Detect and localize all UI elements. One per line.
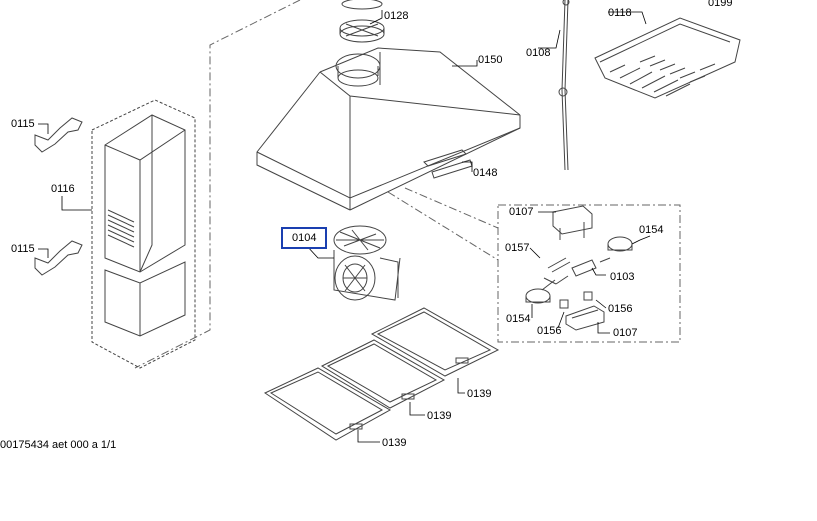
hood-canopy-part [256, 47, 521, 211]
drawing-reference-footer: 00175434 aet 000 a 1/1 [0, 439, 117, 451]
part-label-0156-left[interactable]: 0156 [537, 325, 562, 337]
part-label-0150[interactable]: 0150 [478, 54, 503, 66]
part-label-0157[interactable]: 0157 [505, 242, 530, 254]
part-label-0104-highlighted[interactable]: 0104 [281, 227, 328, 249]
part-label-0156-right[interactable]: 0156 [608, 303, 633, 315]
part-label-0115-upper[interactable]: 0115 [11, 118, 35, 130]
part-label-0199[interactable]: 0199 [708, 0, 733, 9]
grease-filter-part [263, 307, 500, 441]
control-module-part [594, 17, 741, 99]
part-label-0103[interactable]: 0103 [610, 271, 635, 283]
part-label-0118[interactable]: 0118 [608, 7, 632, 19]
leader-lines [38, 10, 651, 443]
part-label-0107-lower[interactable]: 0107 [613, 327, 638, 339]
part-label-0108[interactable]: 0108 [526, 47, 551, 59]
part-label-0128[interactable]: 0128 [384, 10, 409, 22]
part-label-0139-left[interactable]: 0139 [382, 437, 407, 449]
cable-harness-part [558, 0, 570, 171]
part-label-0154-left[interactable]: 0154 [506, 313, 531, 325]
part-label-0116[interactable]: 0116 [51, 183, 75, 195]
part-label-0148[interactable]: 0148 [473, 167, 498, 179]
part-label-0115-lower[interactable]: 0115 [11, 243, 35, 255]
duct-ring-part [339, 0, 385, 43]
part-label-0139-middle[interactable]: 0139 [427, 410, 452, 422]
part-label-0107-upper[interactable]: 0107 [509, 206, 534, 218]
part-label-0154-right[interactable]: 0154 [639, 224, 664, 236]
assembly-guide-lines [134, 0, 681, 369]
part-label-0139-right[interactable]: 0139 [467, 388, 492, 400]
wall-bracket-part [34, 117, 83, 276]
chimney-cover-part [91, 99, 196, 369]
blower-motor-part [333, 225, 401, 301]
